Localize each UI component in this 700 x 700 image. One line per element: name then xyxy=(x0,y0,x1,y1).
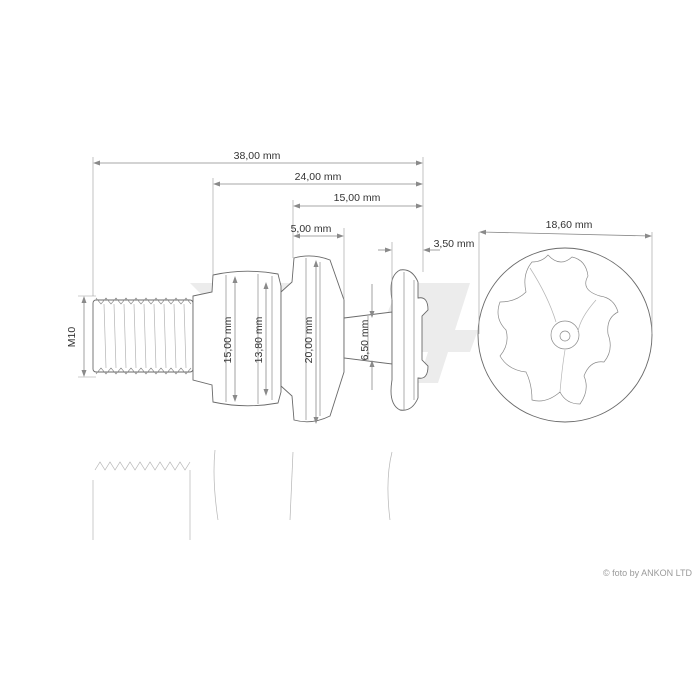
shank xyxy=(192,270,282,407)
head-front-view xyxy=(477,247,653,423)
dimension-lines xyxy=(78,157,653,424)
dim-length-3-5-label: 3,50 mm xyxy=(434,238,475,250)
dim-shank-13-8-label: 13,80 mm xyxy=(253,316,265,363)
dim-shank-15-label: 15,00 mm xyxy=(222,316,234,363)
dim-length-15-label: 15,00 mm xyxy=(334,192,381,204)
dim-head-diameter-label: 18,60 mm xyxy=(546,219,593,231)
neck xyxy=(343,311,393,365)
dim-thread-label: M10 xyxy=(66,327,78,348)
dim-collar-20-label: 20,00 mm xyxy=(303,316,315,363)
photo-credit: © foto by ANKON LTD xyxy=(603,568,692,578)
reflection xyxy=(92,449,393,540)
head-side xyxy=(390,269,429,411)
threaded-section xyxy=(92,297,194,375)
dim-total-length-label: 38,00 mm xyxy=(234,150,281,162)
collar xyxy=(280,255,345,423)
dim-neck-6-5-label: 6,50 mm xyxy=(359,319,371,360)
dim-length-24-label: 24,00 mm xyxy=(295,171,342,183)
dim-length-5-label: 5,00 mm xyxy=(291,223,332,235)
